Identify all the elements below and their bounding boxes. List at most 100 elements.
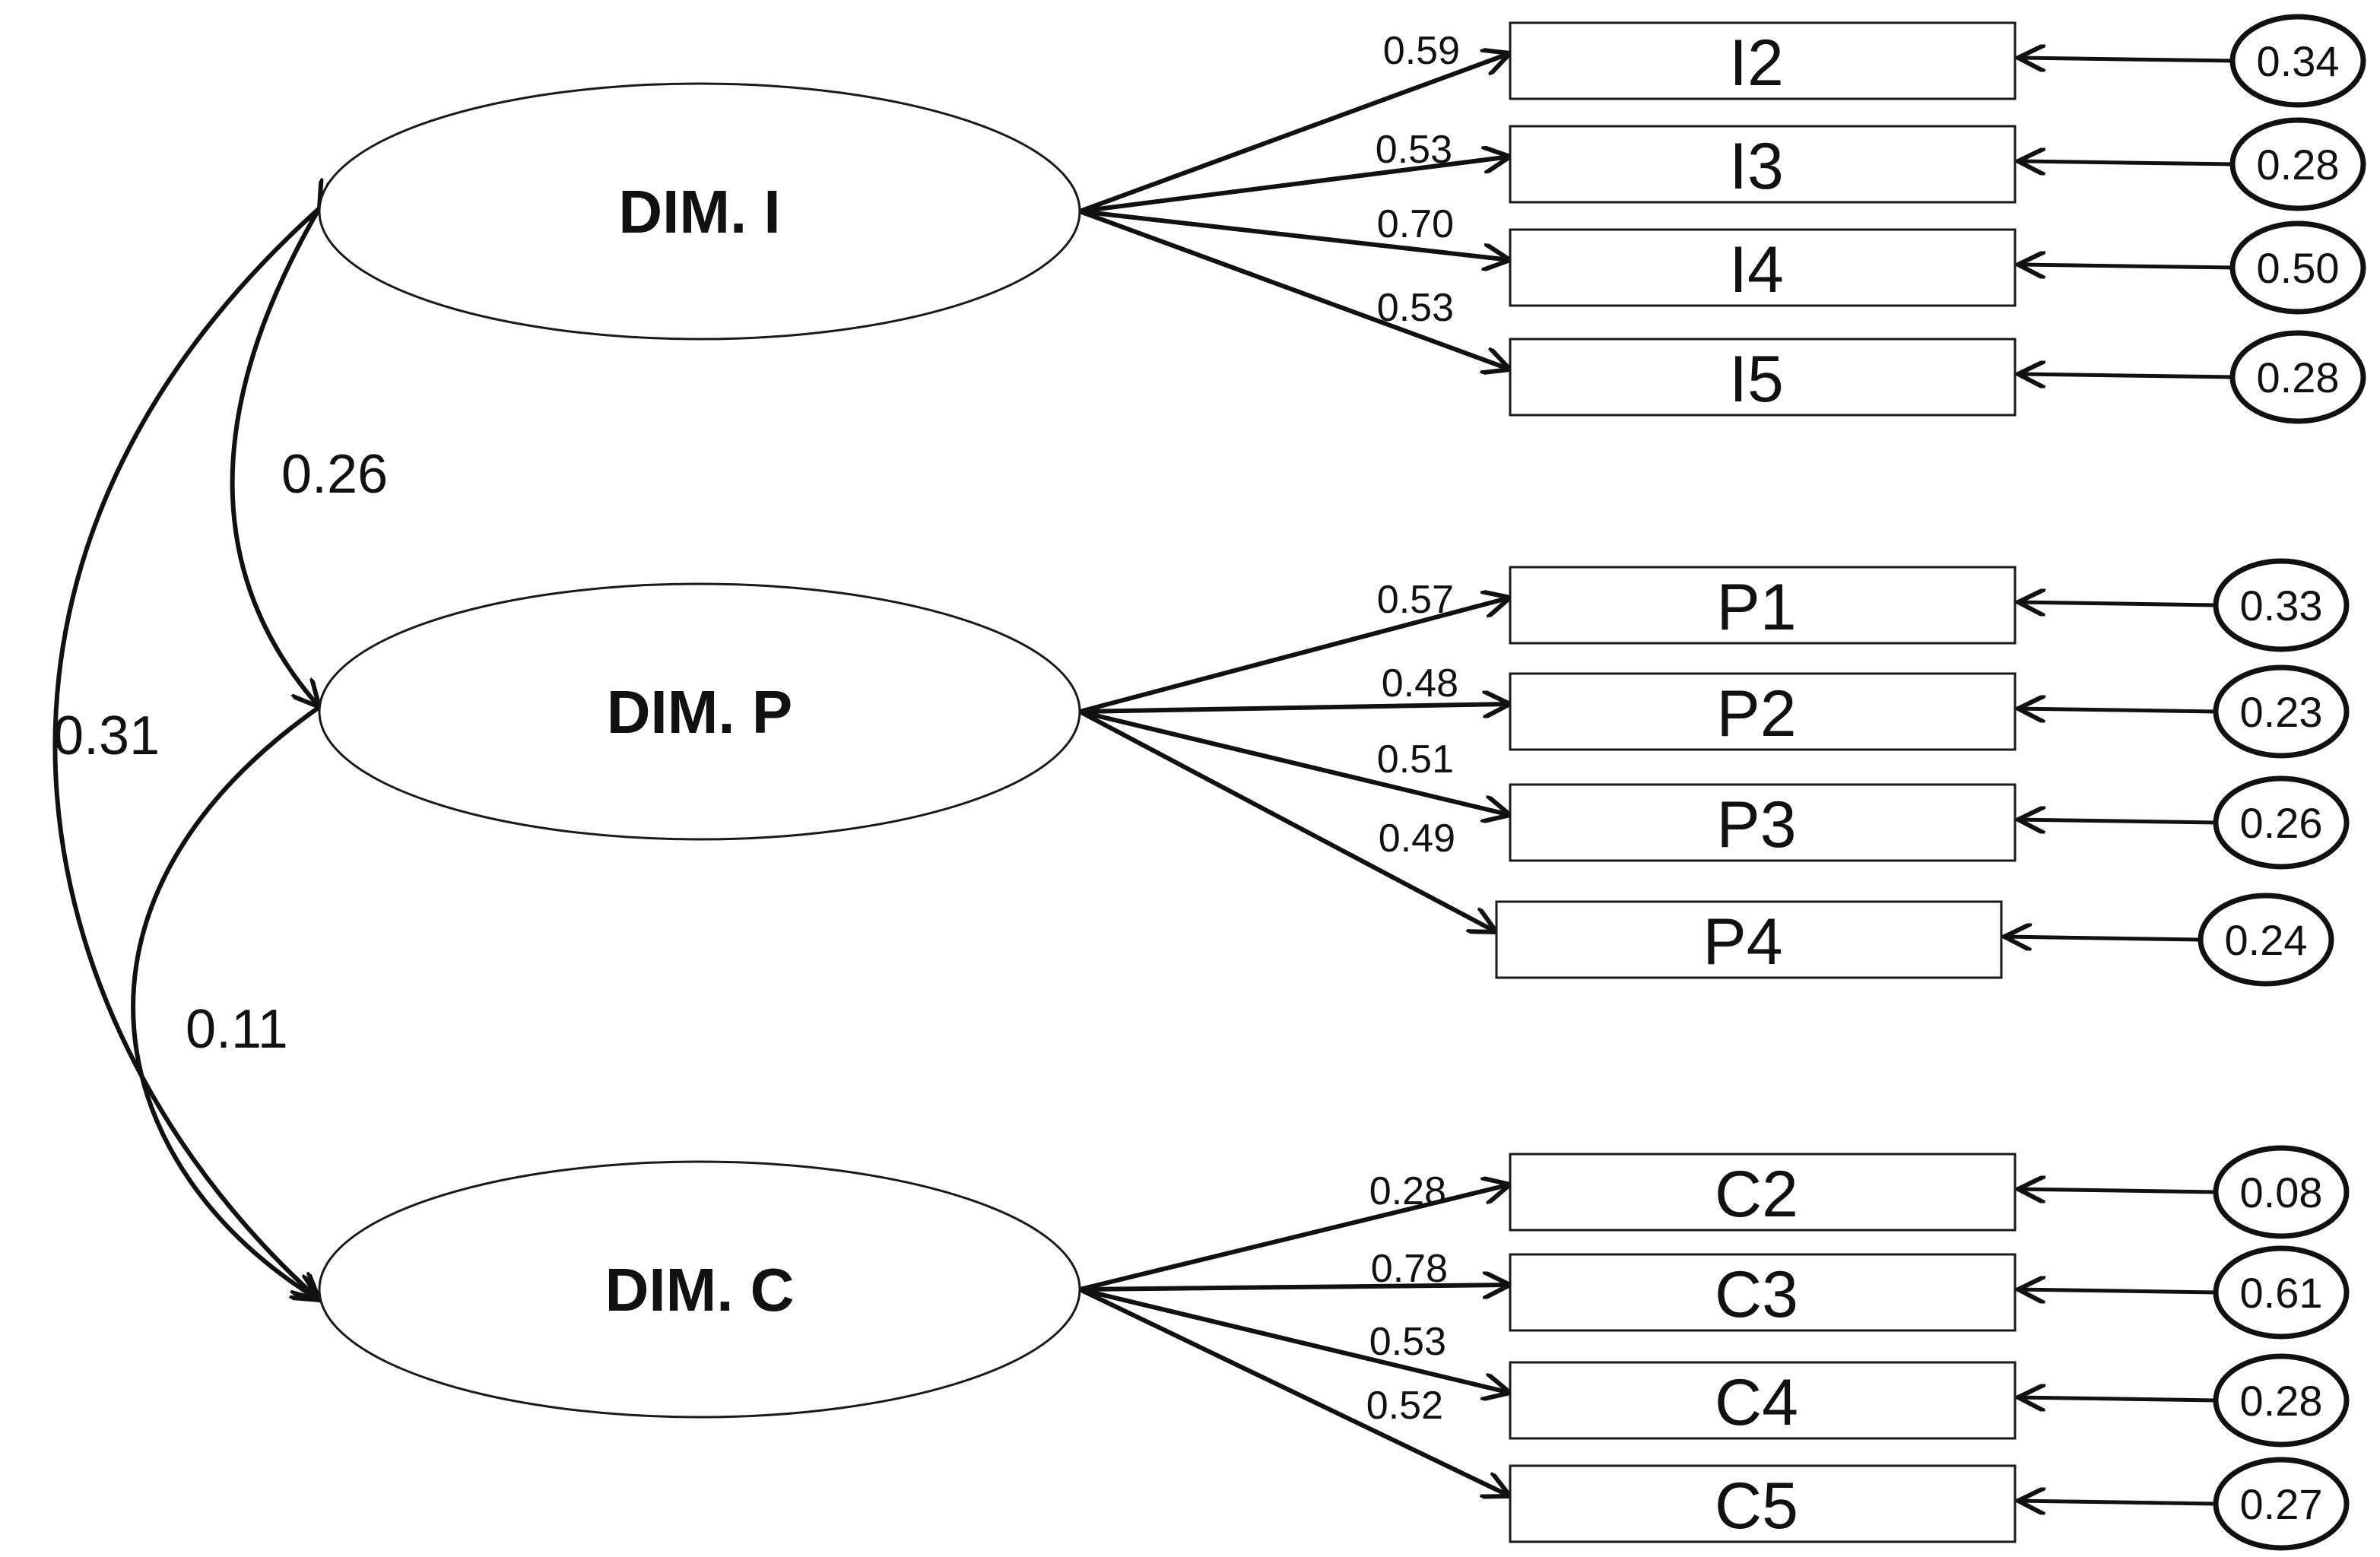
- loading-value: 0.53: [1369, 1320, 1446, 1364]
- error-ellipse-i4: [2229, 220, 2366, 315]
- error-ellipse-p1: [2213, 558, 2350, 652]
- error-arrow-c2: [2018, 1189, 2217, 1192]
- indicator-label: C5: [1715, 1470, 1798, 1543]
- loading-arrow-c5: [1078, 1287, 1510, 1496]
- loading-value: 0.52: [1366, 1384, 1443, 1428]
- loading-arrow-c3: [1079, 1285, 1510, 1289]
- error-ellipse-c4: [2213, 1353, 2350, 1448]
- loading-arrow-p2: [1079, 704, 1510, 712]
- error-arrow-p1: [2018, 602, 2217, 605]
- error-arrow-i5: [2018, 374, 2233, 377]
- indicator-label: I3: [1729, 130, 1784, 203]
- error-ellipse-i2: [2229, 14, 2366, 108]
- error-arrow-c3: [2018, 1289, 2217, 1292]
- indicator-label: I2: [1729, 27, 1784, 100]
- correlation-value: 0.26: [281, 444, 388, 505]
- indicator-box-p2: [1509, 672, 2017, 751]
- error-value: 0.24: [2225, 916, 2308, 964]
- indicator-box-c2: [1509, 1153, 2017, 1232]
- loading-value: 0.48: [1382, 661, 1458, 706]
- indicator-label: C4: [1715, 1366, 1798, 1439]
- error-value: 0.08: [2240, 1169, 2323, 1216]
- error-value: 0.23: [2240, 688, 2323, 736]
- error-ellipse-c3: [2213, 1245, 2350, 1340]
- error-arrow-p3: [2018, 820, 2217, 823]
- loading-arrow-i3: [1079, 157, 1510, 214]
- indicator-label: P3: [1716, 788, 1796, 861]
- error-arrow-p4: [2004, 937, 2201, 940]
- correlation-value: 0.31: [53, 706, 160, 766]
- loading-value: 0.53: [1377, 286, 1454, 330]
- loading-value: 0.57: [1377, 578, 1454, 622]
- latent-label: DIM. P: [607, 678, 792, 746]
- correlation-value: 0.11: [186, 999, 288, 1060]
- indicator-box-i4: [1509, 228, 2017, 307]
- indicator-box-p4: [1495, 900, 2003, 979]
- latent-label: DIM. I: [618, 178, 780, 246]
- indicator-label: P1: [1716, 571, 1796, 644]
- loading-value: 0.59: [1383, 29, 1460, 73]
- indicator-label: C3: [1715, 1258, 1798, 1331]
- loading-arrow-i5: [1078, 209, 1510, 369]
- error-ellipse-p4: [2198, 893, 2334, 987]
- loading-arrow-p1: [1079, 598, 1510, 714]
- error-value: 0.34: [2257, 37, 2340, 85]
- latent-ellipse-dim-c: [318, 1160, 1081, 1419]
- error-arrow-p2: [2018, 709, 2217, 712]
- error-ellipse-p3: [2213, 775, 2350, 870]
- latent-label: DIM. C: [605, 1256, 795, 1324]
- error-value: 0.28: [2257, 354, 2340, 401]
- error-ellipse-c5: [2213, 1457, 2350, 1551]
- error-value: 0.26: [2240, 799, 2323, 847]
- latent-ellipse-dim-p: [318, 582, 1081, 841]
- indicator-box-c3: [1509, 1253, 2017, 1332]
- loading-arrow-p3: [1079, 709, 1510, 815]
- indicator-box-i2: [1509, 21, 2017, 100]
- loading-value: 0.28: [1369, 1169, 1446, 1213]
- indicator-label: I4: [1729, 233, 1784, 306]
- error-arrow-i4: [2018, 265, 2233, 268]
- error-arrow-c5: [2018, 1501, 2217, 1504]
- indicator-label: P2: [1716, 677, 1796, 750]
- error-ellipse-c2: [2213, 1145, 2350, 1239]
- indicator-box-p1: [1509, 566, 2017, 645]
- loading-arrow-i4: [1079, 209, 1510, 260]
- error-value: 0.33: [2240, 582, 2323, 629]
- loading-value: 0.49: [1379, 817, 1455, 861]
- loading-value: 0.78: [1371, 1247, 1448, 1291]
- error-arrow-i3: [2018, 161, 2233, 164]
- correlation-arc-dim-i-dim-p: [230, 208, 319, 707]
- error-value: 0.28: [2257, 141, 2340, 189]
- loading-arrow-i2: [1078, 53, 1510, 214]
- loading-value: 0.53: [1376, 128, 1452, 172]
- error-ellipse-i3: [2229, 117, 2366, 211]
- correlation-arc-dim-i-dim-c: [52, 208, 319, 1300]
- error-value: 0.50: [2257, 244, 2340, 292]
- loading-arrow-c4: [1079, 1287, 1510, 1393]
- latent-ellipse-dim-i: [318, 82, 1081, 341]
- error-arrow-i2: [2018, 58, 2233, 61]
- loading-paths-layer: 0.59 0.53 0.70 0.53 0.57 0.48 0.51 0.49 0.28 0.78…: [1078, 29, 2233, 1504]
- indicator-label: C2: [1715, 1158, 1798, 1231]
- error-arrow-c4: [2018, 1397, 2217, 1400]
- indicator-box-c5: [1509, 1464, 2017, 1543]
- error-value: 0.61: [2240, 1269, 2323, 1317]
- loading-value: 0.51: [1377, 737, 1454, 782]
- correlation-layer: 0.26 0.31 0.11: [52, 208, 388, 1300]
- loading-value: 0.70: [1377, 202, 1454, 246]
- indicator-box-i3: [1509, 125, 2017, 204]
- indicator-box-i5: [1509, 338, 2017, 417]
- error-value: 0.28: [2240, 1377, 2323, 1425]
- indicator-box-p3: [1509, 783, 2017, 862]
- error-ellipse-p2: [2213, 664, 2350, 759]
- loading-arrow-c2: [1079, 1184, 1510, 1292]
- indicator-label: P4: [1702, 905, 1782, 978]
- correlation-arc-dim-p-dim-c: [131, 707, 319, 1300]
- loading-arrow-p4: [1078, 709, 1496, 932]
- error-value: 0.27: [2240, 1480, 2323, 1528]
- indicator-label: I5: [1729, 343, 1784, 416]
- error-ellipse-i5: [2229, 330, 2366, 424]
- indicator-box-c4: [1509, 1361, 2017, 1440]
